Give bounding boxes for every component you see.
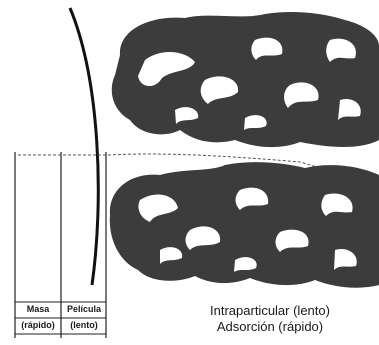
film-boundary-curve [70,8,98,285]
upper-particle [112,12,379,147]
intraparticular-label: Intraparticular (lento) [175,302,365,319]
film-label: Película [62,303,106,316]
film-sublabel: (lento) [62,319,106,332]
adsorption-label: Adsorción (rápido) [175,318,365,335]
mass-label: Masa [16,303,60,316]
mass-sublabel: (rápido) [16,319,60,332]
lower-particle [110,162,379,288]
